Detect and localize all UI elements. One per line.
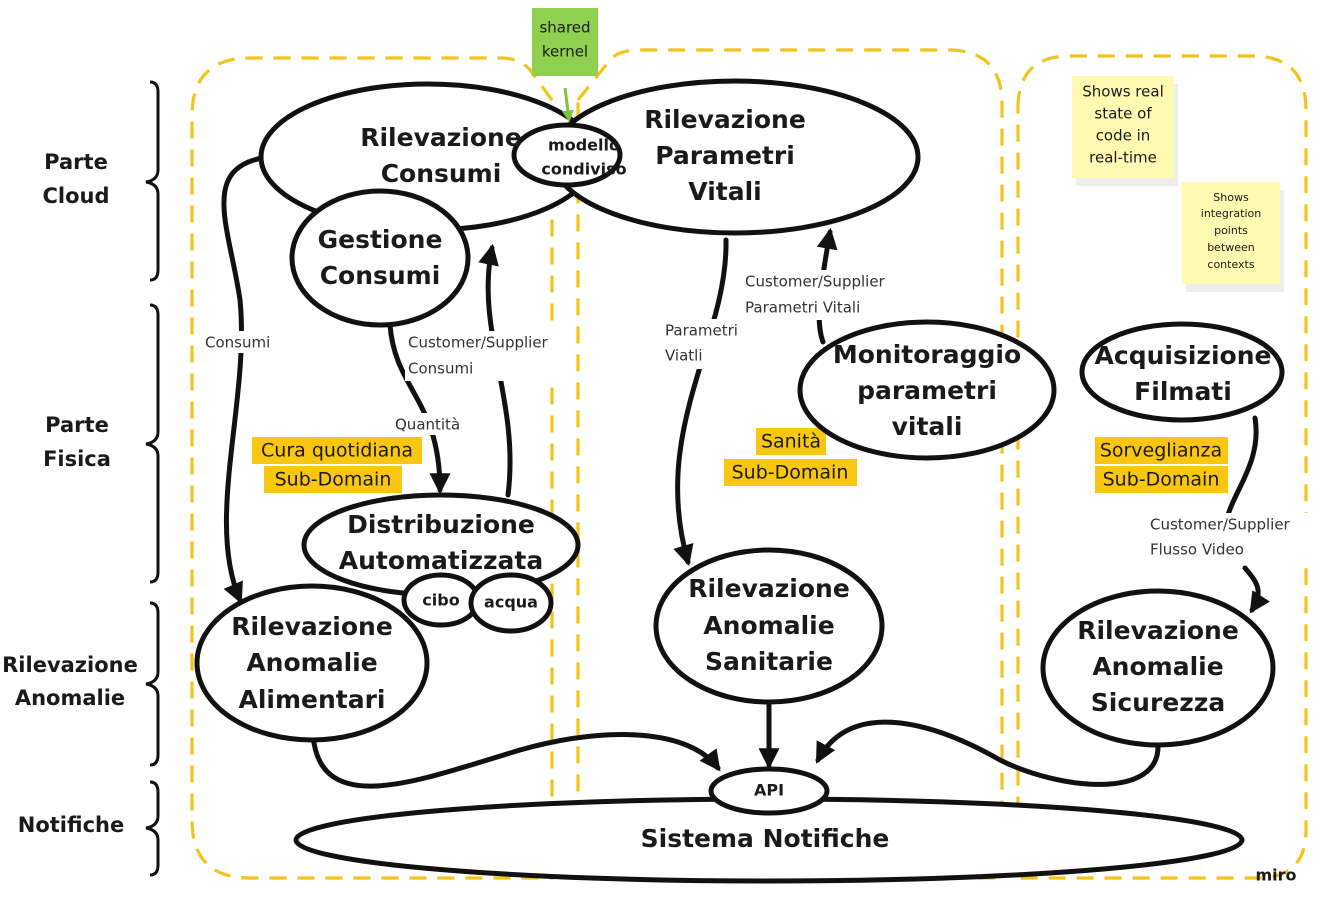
label-acquisizione-2: Filmati [1134, 377, 1232, 406]
layer-notifiche: Notifiche [18, 813, 124, 837]
label-monitoraggio-2: parametri [857, 376, 997, 405]
subdomain-cura-line2: Sub-Domain [275, 469, 392, 491]
ellipse-anomalie-sicurezza [1040, 588, 1276, 748]
label-modello: modello [548, 136, 620, 155]
label-gestione-2: Consumi [320, 261, 441, 290]
sticky-real-state[interactable]: Shows real state of code in real-time [1072, 76, 1178, 186]
label-sistema-notifiche: Sistema Notifiche [641, 824, 890, 853]
label-condiviso: condiviso [541, 160, 626, 179]
layer-fisica-line1: Parte [45, 413, 109, 437]
subdomain-cura-line1: Cura quotidiana [261, 440, 413, 462]
label-sanitarie-2: Anomalie [703, 611, 834, 640]
layer-anomalie-line2: Anomalie [15, 686, 125, 710]
layer-cloud-line2: Cloud [42, 184, 109, 208]
label-distribuzione-1: Distribuzione [347, 510, 535, 539]
label-distribuzione-2: Automatizzata [339, 546, 544, 575]
label-rilevazione-consumi-1: Rilevazione [360, 123, 522, 152]
edge-label-viatli: Viatli [665, 347, 703, 365]
sticky-integration-line5: contexts [1207, 258, 1254, 271]
edge-label-cs-consumi-2: Consumi [408, 360, 473, 378]
label-sanitarie-1: Rilevazione [688, 574, 850, 603]
label-sicurezza-1: Rilevazione [1077, 616, 1239, 645]
label-alimentari-3: Alimentari [238, 685, 385, 714]
shared-kernel-arrow [561, 87, 574, 123]
subdomain-sorveglianza-line2: Sub-Domain [1103, 469, 1220, 491]
layer-labels: Parte Cloud Parte Fisica Rilevazione Ano… [2, 150, 138, 837]
label-api: API [754, 781, 784, 800]
context-border-sorveglianza [1016, 54, 1308, 880]
ellipse-anomalie-sanitarie [653, 547, 885, 705]
arrow-alimentari-to-api [310, 732, 721, 789]
edge-label-quantita: Quantità [395, 416, 460, 434]
edge-label-backgrounds [202, 270, 1309, 563]
context-border-cura [190, 56, 554, 880]
label-sicurezza-2: Anomalie [1092, 652, 1223, 681]
edge-label-cs-consumi-1: Customer/Supplier [408, 334, 549, 352]
context-shapes [194, 78, 1285, 884]
arrow-gestione-to-distribuzione [387, 322, 451, 495]
ellipse-modello-condiviso [511, 122, 623, 188]
ellipse-api [708, 766, 830, 816]
label-cibo: cibo [422, 591, 459, 610]
layer-anomalie-line1: Rilevazione [2, 653, 138, 677]
label-rilevazione-consumi-2: Consumi [381, 159, 502, 188]
edge-labels: Consumi Customer/Supplier Consumi Quanti… [205, 273, 1291, 559]
edge-label-cs-flusso-1: Customer/Supplier [1150, 516, 1291, 534]
label-alimentari-2: Anomalie [246, 648, 377, 677]
label-monitoraggio-1: Monitoraggio [833, 340, 1021, 369]
subdomain-sanita-line1: Sanità [761, 431, 821, 453]
label-sanitarie-3: Sanitarie [705, 647, 833, 676]
bounded-context-borders [190, 48, 1308, 880]
label-parametri-3: Vitali [688, 177, 761, 206]
label-monitoraggio-3: vitali [892, 412, 963, 441]
label-alimentari-1: Rilevazione [231, 612, 393, 641]
sticky-integration-line3: points [1214, 224, 1248, 237]
sticky-integration-line4: between [1207, 241, 1255, 254]
layer-fisica-line2: Fisica [43, 447, 111, 471]
edge-label-cs-flusso-2: Flusso Video [1150, 541, 1244, 559]
arrow-parametri-to-anomalie-sanitarie [673, 237, 729, 567]
sticky-real-line1: Shows real [1082, 83, 1163, 101]
label-parametri-1: Rilevazione [644, 105, 806, 134]
ellipse-monitoraggio [797, 319, 1057, 461]
sticky-shared-line2: kernel [542, 43, 588, 61]
label-acquisizione-1: Acquisizione [1095, 341, 1272, 370]
sticky-shared-kernel[interactable]: shared kernel [532, 8, 598, 76]
sticky-integration[interactable]: Shows integration points between context… [1182, 182, 1284, 292]
edge-label-consumi: Consumi [205, 334, 270, 352]
sticky-real-line2: state of [1094, 105, 1152, 123]
arrow-sicurezza-to-api [815, 719, 1161, 787]
ellipse-acquisizione [1079, 321, 1285, 423]
sticky-integration-line2: integration [1201, 207, 1261, 220]
label-sicurezza-3: Sicurezza [1091, 688, 1225, 717]
subdomain-sanita-line2: Sub-Domain [732, 462, 849, 484]
arrow-consumi-to-anomalie-alimentari [221, 155, 265, 604]
label-gestione-1: Gestione [318, 225, 443, 254]
subdomain-labels: Cura quotidiana Sub-Domain Sanità Sub-Do… [261, 431, 1222, 491]
layer-cloud-line1: Parte [44, 150, 108, 174]
label-parametri-2: Parametri [655, 141, 795, 170]
context-border-sanita [576, 48, 1004, 880]
edge-label-parametri: Parametri [665, 322, 738, 340]
sticky-real-line4: real-time [1089, 149, 1157, 167]
layer-brackets [145, 80, 160, 877]
ellipse-gestione-consumi [289, 188, 471, 328]
sticky-shared-line1: shared [539, 19, 590, 37]
ellipse-anomalie-alimentari [194, 583, 430, 743]
subdomain-sorveglianza-line1: Sorveglianza [1100, 440, 1222, 462]
node-labels: Rilevazione Consumi modello condiviso Ri… [231, 105, 1271, 853]
sticky-integration-line1: Shows [1213, 191, 1249, 204]
edge-label-cs-parametri-2: Parametri Vitali [745, 299, 860, 317]
arrow-acquisizione-to-anomalie-sicurezza [1225, 415, 1258, 610]
ellipse-acqua [468, 572, 554, 634]
edge-label-cs-parametri-1: Customer/Supplier [745, 273, 886, 291]
label-acqua: acqua [484, 593, 538, 612]
sticky-real-line3: code in [1096, 127, 1151, 145]
miro-watermark: miro [1255, 866, 1296, 885]
subdomain-highlights [252, 428, 1228, 493]
